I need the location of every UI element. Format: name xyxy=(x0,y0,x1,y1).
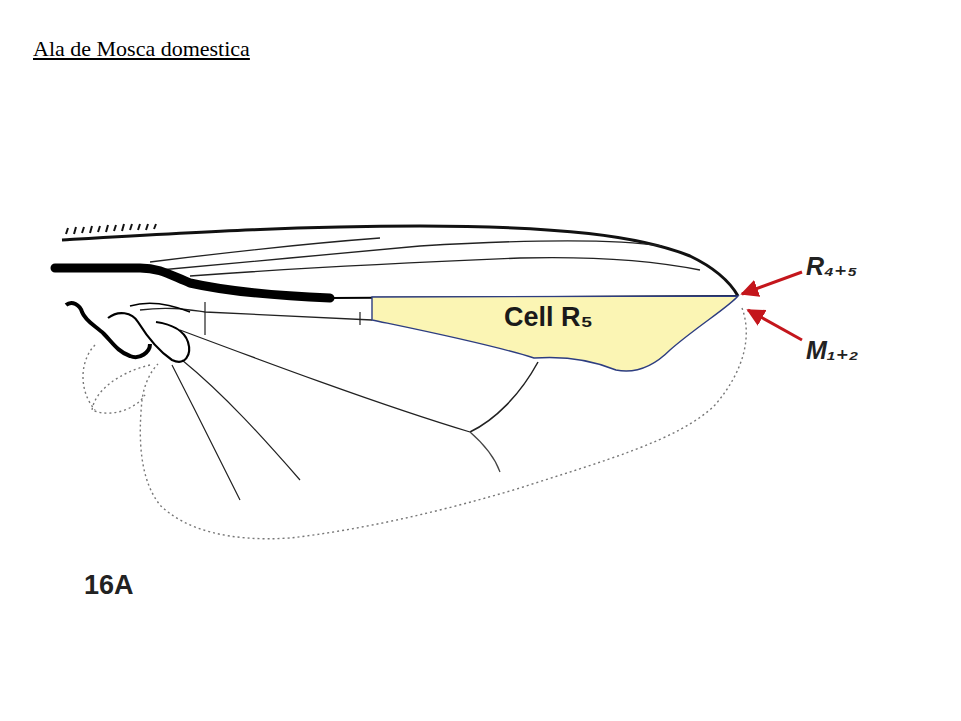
wing-cell: Cell R₅ xyxy=(370,288,742,380)
cell-label: Cell R₅ xyxy=(504,302,593,333)
figure-number: 16A xyxy=(84,570,134,601)
subcosta-vein xyxy=(150,238,380,262)
vein-label: M₁₊₂ xyxy=(806,336,858,365)
cell-shape xyxy=(370,288,742,380)
anal-vein xyxy=(182,360,300,480)
cu-tip-vein xyxy=(470,432,500,472)
r1-vein xyxy=(160,241,662,270)
crossvein xyxy=(205,302,360,335)
costa-vein xyxy=(62,226,738,296)
vein-label: R₄₊₅ xyxy=(806,252,857,281)
calypter-outline xyxy=(83,345,95,410)
wing-base xyxy=(130,303,190,312)
r23-vein xyxy=(190,258,700,276)
media-vein xyxy=(140,308,372,320)
pointer-arrow xyxy=(742,272,802,294)
costa-bristles xyxy=(66,224,156,234)
alula-outline xyxy=(92,365,150,413)
radius-base xyxy=(55,268,330,298)
pointer-arrow xyxy=(748,310,802,340)
dm-cu-crossvein xyxy=(470,362,538,432)
wing-base xyxy=(66,303,150,357)
cubitus-vein xyxy=(180,330,470,432)
cell-fill xyxy=(372,296,738,371)
anal-vein xyxy=(172,365,240,500)
wing-base xyxy=(108,313,189,362)
page-title: Ala de Mosca domestica xyxy=(33,36,250,62)
